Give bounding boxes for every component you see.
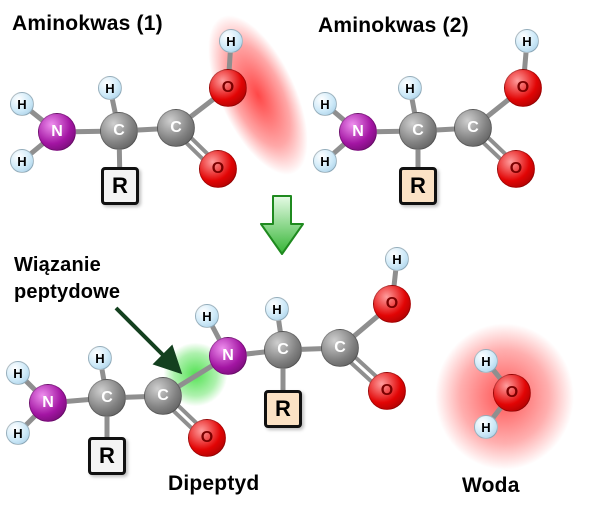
atom-h: H — [98, 76, 122, 100]
label-dipeptyd: Dipeptyd — [168, 472, 260, 495]
atom-o: O — [368, 372, 406, 410]
atom-h: H — [474, 349, 498, 373]
atom-o: O — [497, 150, 535, 188]
atom-o: O — [188, 419, 226, 457]
label-woda: Woda — [462, 474, 520, 497]
atom-h: H — [398, 76, 422, 100]
atom-c: C — [144, 377, 182, 415]
atom-c: C — [264, 331, 302, 369]
label-peptide-bond-line1: Wiązanie — [14, 254, 102, 276]
atom-o: O — [373, 285, 411, 323]
r-group-box: R — [88, 437, 126, 475]
atom-c: C — [100, 112, 138, 150]
reaction-down-arrow — [260, 195, 304, 255]
label-aminokwas-1: Aminokwas (1) — [12, 12, 163, 35]
atom-h: H — [10, 149, 34, 173]
atom-c: C — [157, 109, 195, 147]
atom-c: C — [454, 109, 492, 147]
r-group-box: R — [264, 390, 302, 428]
label-peptide-bond: Wiązanie peptydowe — [14, 252, 120, 306]
atom-c: C — [88, 379, 126, 417]
atom-n: N — [209, 337, 247, 375]
atom-c: C — [399, 112, 437, 150]
atom-o: O — [209, 69, 247, 107]
atom-h: H — [10, 92, 34, 116]
atom-h: H — [265, 297, 289, 321]
atom-h: H — [6, 421, 30, 445]
atom-n: N — [29, 384, 67, 422]
atom-h: H — [474, 415, 498, 439]
atom-o: O — [199, 150, 237, 188]
peptide-bond-pointer-arrow — [114, 306, 183, 375]
atom-h: H — [313, 92, 337, 116]
atom-n: N — [38, 113, 76, 151]
atom-h: H — [313, 149, 337, 173]
r-group-box: R — [399, 167, 437, 205]
atom-h: H — [515, 29, 539, 53]
atom-h: H — [195, 304, 219, 328]
label-peptide-bond-line2: peptydowe — [14, 281, 121, 303]
r-group-box: R — [101, 167, 139, 205]
arrows-group — [114, 195, 304, 375]
atom-c: C — [321, 329, 359, 367]
atom-o: O — [493, 374, 531, 412]
atom-h: H — [219, 29, 243, 53]
atom-h: H — [6, 361, 30, 385]
atom-n: N — [339, 113, 377, 151]
atom-h: H — [385, 247, 409, 271]
label-aminokwas-2: Aminokwas (2) — [318, 14, 469, 37]
atom-h: H — [88, 346, 112, 370]
atom-o: O — [504, 69, 542, 107]
